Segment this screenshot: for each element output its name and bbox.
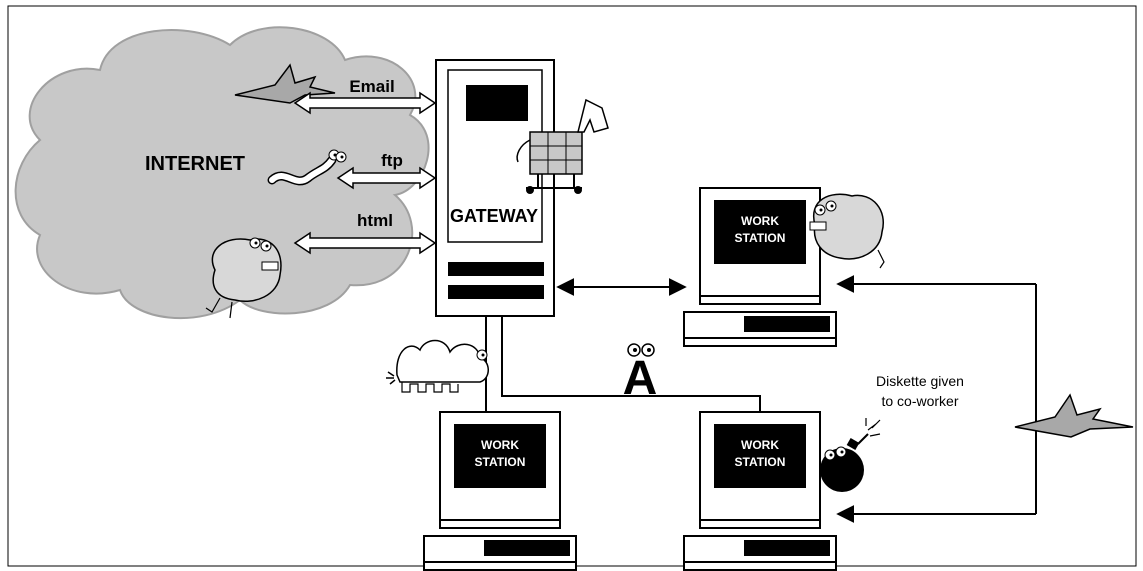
email-label: Email xyxy=(349,77,394,96)
html-label: html xyxy=(357,211,393,230)
centipede-icon xyxy=(386,339,489,393)
email-link: Email xyxy=(293,77,437,115)
workstation-bottom-left: WORK STATION xyxy=(423,411,577,571)
workstation-bottom-right: WORK STATION xyxy=(683,411,837,571)
diskette-note-line1: Diskette given xyxy=(876,373,964,389)
workstation-label-line2: STATION xyxy=(735,455,786,469)
internet-label: INTERNET xyxy=(145,153,245,175)
letter-virus-icon: A xyxy=(623,343,658,405)
bomb-icon xyxy=(820,418,881,492)
workstation-label-line1: WORK xyxy=(741,214,779,228)
workstation-label-line1: WORK xyxy=(481,438,519,452)
html-link: html xyxy=(293,211,437,255)
blob-monster-icon xyxy=(205,237,282,319)
ftp-label: ftp xyxy=(381,151,403,170)
ftp-link: ftp xyxy=(336,151,437,190)
stealth-plane-icon xyxy=(1014,393,1134,438)
workstation-top-right: WORK STATION xyxy=(683,187,837,347)
virus-letter: A xyxy=(623,352,658,405)
trojan-horse-icon xyxy=(516,98,609,194)
workstation-label-line2: STATION xyxy=(475,455,526,469)
gateway-label: GATEWAY xyxy=(450,206,538,226)
blob-monster-icon xyxy=(809,193,885,269)
worm-icon xyxy=(267,149,347,186)
gateway-server: GATEWAY xyxy=(435,59,555,317)
workstation-label-line2: STATION xyxy=(735,231,786,245)
diskette-transfer-link xyxy=(836,275,1037,523)
workstation-label-line1: WORK xyxy=(741,438,779,452)
diskette-note-line2: to co-worker xyxy=(881,393,958,409)
